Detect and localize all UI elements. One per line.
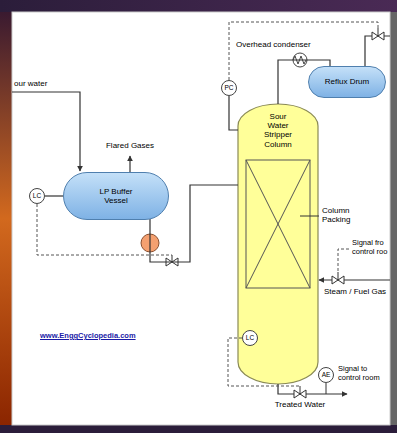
pipe-connector	[229, 96, 238, 130]
left-strip	[0, 12, 12, 425]
stream-label: Treated Water	[262, 400, 338, 409]
flare-line	[129, 156, 130, 172]
equipment-label: Column Packing	[322, 206, 362, 224]
stripper-column: Sour Water Stripper ColumnLC	[238, 104, 318, 384]
leader-line	[300, 216, 319, 217]
signal-label: Signal to control room	[338, 365, 390, 382]
instrument-bubble: LC	[29, 188, 45, 204]
column-packing	[246, 160, 310, 288]
node-text: Reflux Drum	[325, 77, 369, 86]
valve-stem	[378, 28, 379, 36]
valve-stem	[172, 255, 173, 262]
instrument-bubble: LC	[242, 330, 258, 346]
valve-stem	[338, 272, 339, 280]
stream-label: Steam / Fuel Gas	[318, 287, 392, 296]
buffer-vessel: LP Buffer Vessel	[63, 172, 169, 220]
stream-label: our water	[14, 79, 47, 88]
sour-water-line	[12, 92, 80, 171]
node-text: Sour Water Stripper Column	[259, 112, 297, 149]
control-signal-line	[228, 338, 300, 386]
node-text: LP Buffer Vessel	[91, 187, 141, 205]
top-band	[0, 0, 397, 12]
equipment-label: Overhead condenser	[236, 40, 311, 49]
analyzer-tap	[326, 383, 327, 394]
stream-label: Flared Gases	[100, 141, 160, 150]
steam-line	[319, 279, 390, 280]
white-panel	[12, 12, 390, 425]
node-text: LC	[33, 192, 41, 199]
pipe-connector	[45, 195, 63, 196]
column-shell	[238, 104, 318, 384]
packing-cross	[246, 160, 310, 288]
control-signal-line	[338, 249, 349, 272]
node-text: AE	[322, 371, 331, 378]
right-strip	[390, 12, 397, 425]
node-text: LC	[246, 334, 254, 341]
valve-stem	[300, 386, 301, 394]
website-link: www.EnggCyclopedia.com	[40, 332, 136, 341]
instrument-bubble: AE	[318, 367, 334, 383]
drum-outlet-line	[365, 36, 390, 66]
reflux-drum: Reflux Drum	[308, 66, 386, 98]
instrument-bubble: PC	[221, 80, 237, 96]
node-text: PC	[224, 84, 233, 91]
signal-label: Signal fro control roo	[352, 239, 392, 256]
